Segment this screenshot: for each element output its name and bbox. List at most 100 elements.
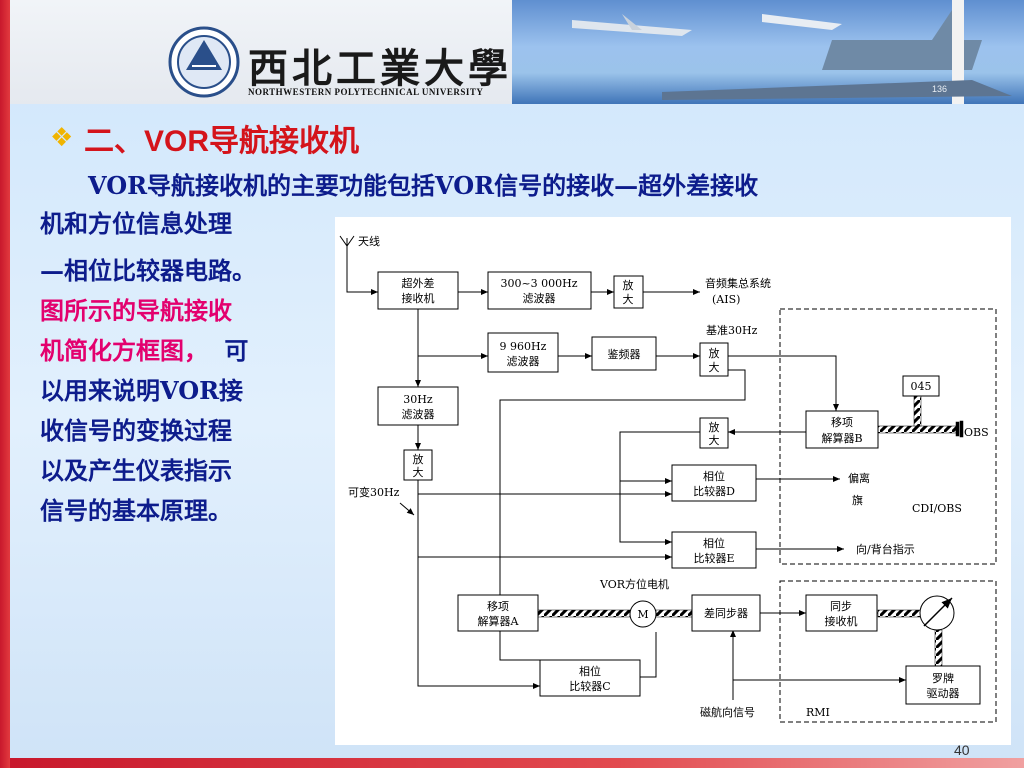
audio-amp-box: [613, 275, 644, 309]
rmi-group: [779, 580, 997, 723]
diff-sync-label: 差同步器: [704, 606, 748, 620]
var-amp-label-2: 大: [413, 465, 424, 479]
university-logo-panel: 西北工業大學 NORTHWESTERN POLYTECHNICAL UNIVER…: [10, 0, 512, 104]
resolver-b-label-1: 移项: [831, 416, 853, 429]
heading-signal-label: 磁航向信号: [700, 705, 755, 719]
superhet-label-1: 超外差: [402, 276, 435, 290]
audio-filter-label-2: 滤波器: [523, 292, 556, 305]
body-line-8: 以及产生仪表指示: [40, 456, 232, 485]
bottom-accent-bar: [10, 758, 1024, 768]
audio-output-label-1: 音频集总系统: [705, 276, 771, 290]
superhet-label-2: 接收机: [402, 291, 435, 305]
motor-label: M: [637, 608, 648, 621]
comparator-e-label-1: 相位: [703, 536, 725, 550]
audio-filter-label-1: 300~3 000Hz: [500, 277, 577, 290]
to-from-label: 向/背台指示: [856, 542, 915, 556]
audio-amp-label-1: 放: [623, 278, 634, 292]
block-diagram-svg: 天线 超外差 接收机 300~3 000Hz 滤波器 放 大 音频集总系统 (A…: [339, 234, 997, 723]
resolver-a-box: [457, 594, 539, 632]
comparator-e-box: [671, 531, 757, 569]
comparator-c-label-1: 相位: [579, 664, 601, 678]
audio-amp-label-2: 大: [623, 292, 634, 306]
body-line-9: 信号的基本原理。: [40, 496, 232, 525]
body-line-5: 机简化方框图， 可: [40, 332, 248, 370]
motor-circle: [629, 600, 657, 628]
body-line-6: 以用来说明VOR接: [40, 376, 244, 405]
shaft-obs: [913, 395, 922, 427]
diff-sync-box: [691, 594, 761, 632]
obs-knob-icon: [955, 420, 964, 438]
b-amp-box: [699, 417, 729, 449]
antenna-label: 天线: [358, 234, 380, 248]
body-line-5-highlight: 机简化方框图，: [40, 336, 208, 365]
audio-filter-box: [487, 271, 592, 310]
photo-collage-icon: 136: [572, 0, 1012, 104]
antenna-icon: [339, 235, 355, 247]
motor-name-label: VOR方位电机: [599, 577, 669, 591]
reference-30hz-label: 基准30Hz: [706, 324, 758, 337]
cdi-obs-label: CDI/OBS: [912, 502, 962, 515]
filter-9960-box: [487, 332, 559, 373]
body-line-7: 收信号的变换过程: [40, 416, 232, 445]
discriminator-label: 鉴频器: [608, 347, 641, 361]
obs-label: OBS: [964, 426, 989, 439]
ship-number: 136: [932, 84, 947, 94]
superhet-box: [377, 271, 459, 310]
header-banner: 西北工業大學 NORTHWESTERN POLYTECHNICAL UNIVER…: [10, 0, 1024, 104]
rmi-needle-icon: [923, 597, 953, 627]
filter-30-label-1: 30Hz: [403, 393, 433, 406]
body-line-5-tail: 可: [224, 336, 249, 365]
comparator-d-box: [671, 464, 757, 502]
obs-knob-value: 045: [911, 380, 932, 393]
university-emblem-icon: [168, 26, 240, 98]
discriminator-box: [591, 336, 657, 371]
ref-amp-label-2: 大: [709, 360, 720, 374]
slide-title: 二、VOR导航接收机: [84, 125, 360, 158]
shaft-m: [655, 609, 693, 618]
ref-amp-label-1: 放: [709, 346, 720, 360]
slide-title-row: ❖ 二、VOR导航接收机: [50, 118, 359, 158]
comparator-c-box: [539, 659, 641, 697]
sync-receiver-label-1: 同步: [830, 600, 852, 613]
university-name-cn: 西北工業大學: [248, 45, 512, 92]
sync-receiver-label-2: 接收机: [825, 614, 858, 628]
comparator-d-label-2: 比较器D: [693, 484, 735, 498]
var-amp-label-1: 放: [413, 452, 424, 466]
card-driver-label-1: 罗牌: [932, 671, 954, 685]
cdi-obs-group: [779, 308, 997, 565]
comparator-c-label-2: 比较器C: [569, 679, 610, 693]
sync-receiver-box: [805, 594, 878, 632]
b-amp-label-1: 放: [709, 420, 720, 434]
vor-receiver-block-diagram: 天线 超外差 接收机 300~3 000Hz 滤波器 放 大 音频集总系统 (A…: [335, 217, 1011, 745]
variable-30hz-label: 可变30Hz: [348, 485, 400, 499]
comparator-e-label-2: 比较器E: [693, 551, 734, 565]
ref-amp-box: [699, 342, 729, 377]
rmi-label: RMI: [806, 706, 830, 719]
body-line-2: 机和方位信息处理: [40, 209, 232, 238]
filter-30-box: [377, 386, 459, 426]
page-number: 40: [954, 742, 970, 758]
antenna-feed: [346, 238, 378, 295]
resolver-a-label-1: 移项: [487, 600, 509, 613]
aircraft-ship-photo: 136: [512, 0, 1024, 104]
flag-label: 旗: [852, 493, 863, 507]
body-line-3: —相位比较器电路。: [40, 256, 256, 285]
shaft-sync: [877, 609, 923, 618]
university-name-en: NORTHWESTERN POLYTECHNICAL UNIVERSITY: [248, 87, 484, 97]
resolver-b-box: [805, 410, 879, 449]
resolver-b-label-2: 解算器B: [821, 431, 862, 445]
filter-30-label-2: 滤波器: [402, 408, 435, 421]
body-line-1: VOR导航接收机的主要功能包括VOR信号的接收—超外差接收: [88, 171, 759, 200]
b-amp-label-2: 大: [709, 433, 720, 447]
shaft-b: [877, 425, 957, 434]
resolver-a-label-2: 解算器A: [478, 614, 520, 628]
filter-9960-label-1: 9 960Hz: [500, 340, 547, 353]
left-accent-bar: [0, 0, 10, 768]
deviation-label: 偏离: [848, 471, 870, 485]
shaft-card: [934, 629, 943, 667]
shaft-a: [537, 609, 631, 618]
audio-output-label-2: (AIS): [712, 293, 740, 306]
card-driver-box: [905, 665, 981, 705]
card-driver-label-2: 驱动器: [927, 687, 960, 700]
var-amp-box: [403, 449, 433, 481]
